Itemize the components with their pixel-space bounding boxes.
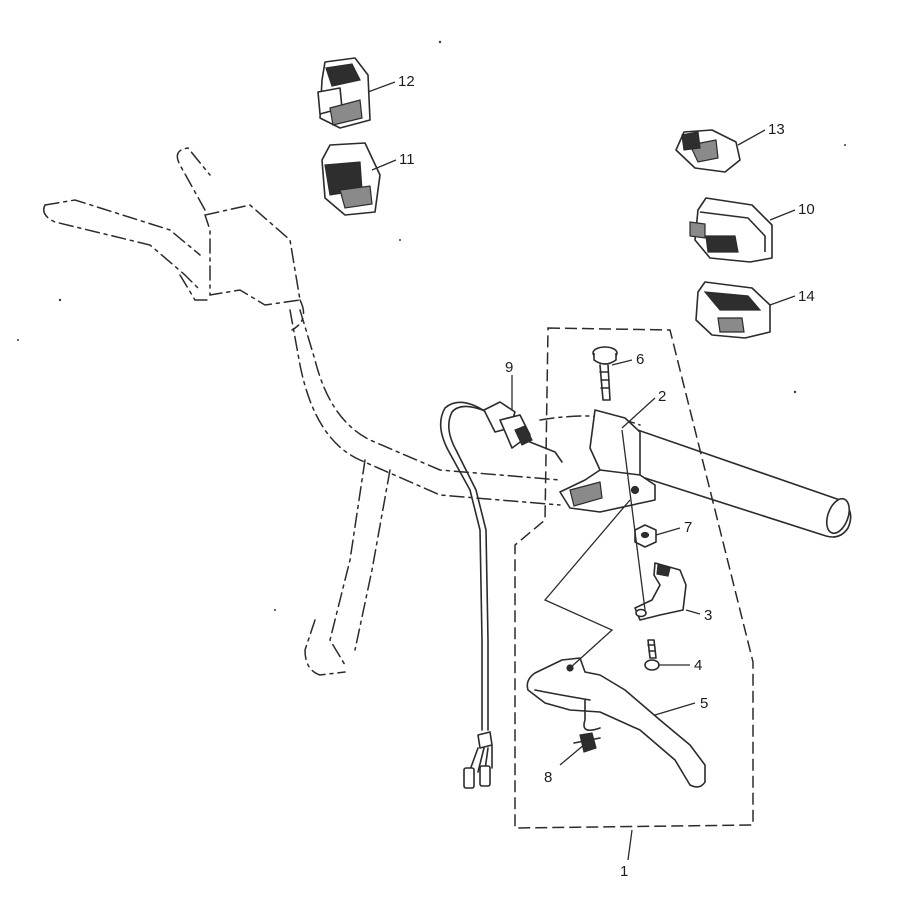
callouts: 12 11 13 10 14 6 2 9 7 3 4 5 8 1 (398, 73, 815, 880)
lever-kit-boundary (514, 327, 754, 829)
callout-2: 2 (658, 388, 666, 405)
callout-13: 13 (768, 121, 785, 138)
clutch-switch-cable (439, 401, 563, 789)
leader-lines (367, 81, 796, 861)
nut (634, 524, 657, 548)
screw (644, 639, 660, 671)
switch-13 (675, 129, 741, 173)
callout-5: 5 (700, 695, 708, 712)
callout-12: 12 (398, 73, 415, 90)
callout-9: 9 (505, 359, 513, 376)
lever-bracket (559, 409, 656, 513)
callout-7: 7 (684, 519, 692, 536)
callout-1: 1 (620, 863, 628, 880)
callout-3: 3 (704, 607, 712, 624)
switch-14 (695, 281, 771, 339)
scan-specks (17, 40, 846, 611)
pivot-bolt (592, 346, 618, 401)
callout-8: 8 (544, 769, 552, 786)
callout-11: 11 (399, 151, 415, 168)
callout-14: 14 (798, 288, 815, 305)
clutch-lever (526, 657, 706, 788)
lever-holder (634, 562, 687, 621)
switch-12 (317, 57, 371, 129)
callout-6: 6 (636, 351, 644, 368)
callout-10: 10 (798, 201, 815, 218)
switch-11 (321, 142, 381, 216)
switch-10 (689, 197, 773, 263)
handlebar-outline (43, 147, 641, 676)
right-grip (619, 427, 852, 538)
callout-4: 4 (694, 657, 702, 674)
